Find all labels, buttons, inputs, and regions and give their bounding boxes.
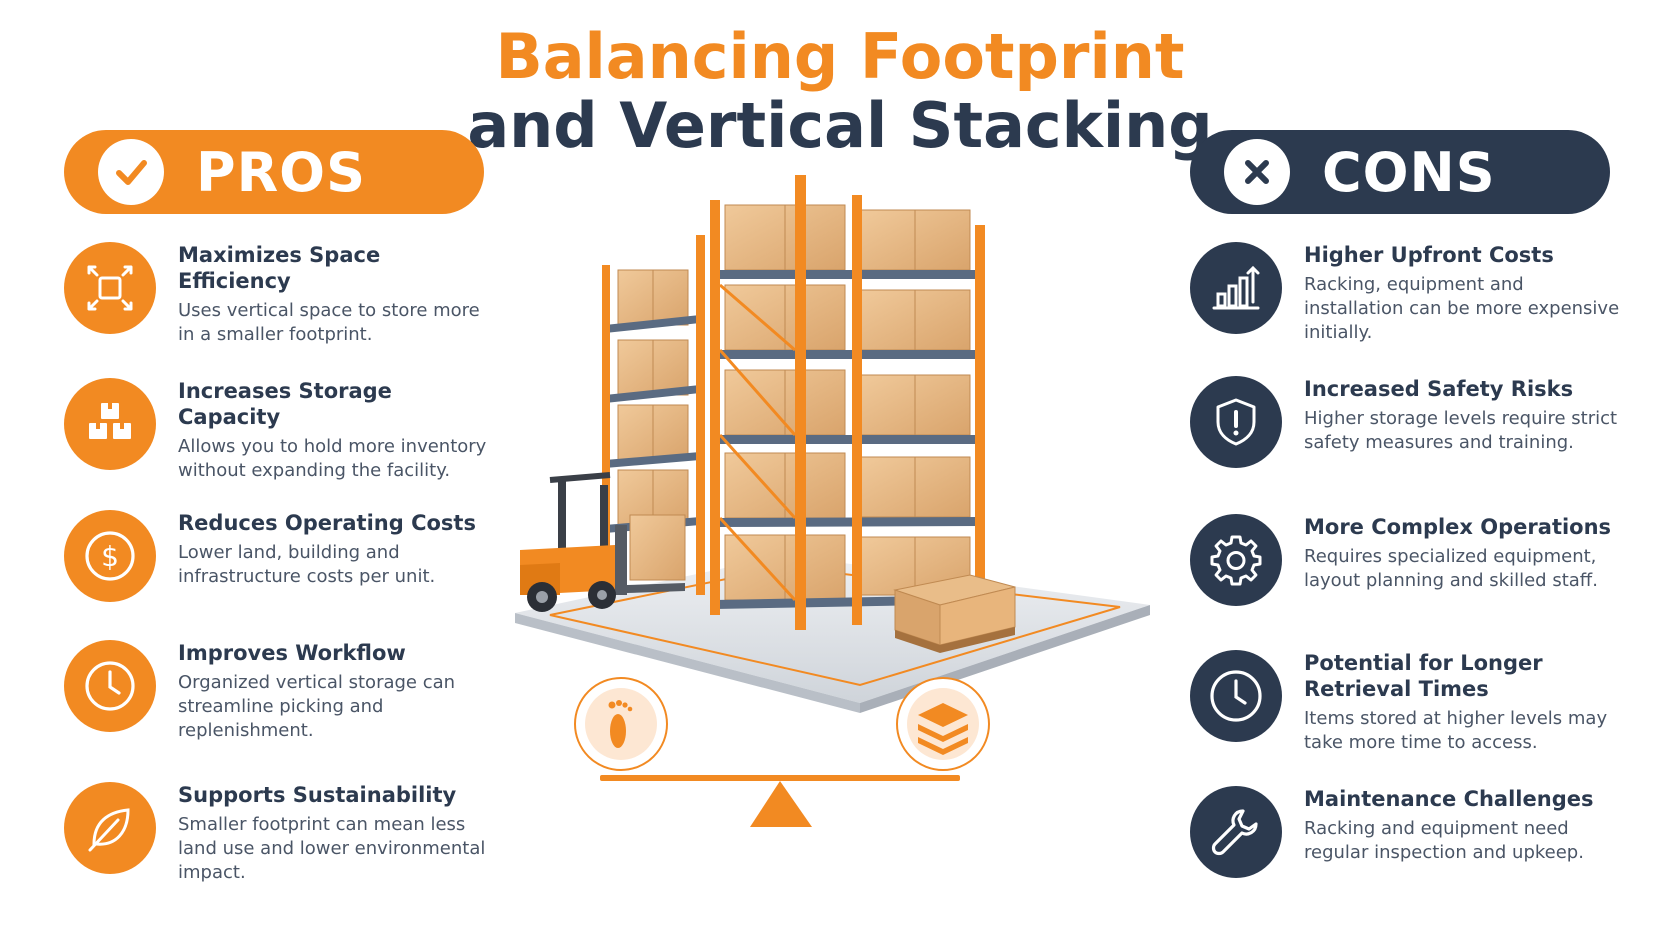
cons-item-text: Higher storage levels require strict saf… — [1304, 408, 1618, 453]
pros-item-heading: Improves Workflow — [178, 641, 406, 665]
balance-scale — [574, 677, 990, 827]
boxes-icon — [64, 378, 156, 470]
leaf-icon — [64, 782, 156, 874]
pallet-boxes — [893, 574, 1016, 653]
pros-banner: PROS — [64, 130, 484, 214]
pros-item: $ Reduces Operating Costs Lower land, bu… — [64, 510, 488, 602]
stack-layers-icon — [896, 677, 990, 771]
cons-item-text: Requires specialized equipment, layout p… — [1304, 546, 1598, 591]
cons-item-text: Items stored at higher levels may take m… — [1304, 708, 1608, 753]
cons-item: Higher Upfront Costs Racking, equipment … — [1190, 242, 1624, 345]
clock-icon — [1190, 650, 1282, 742]
pros-item: Increases Storage Capacity Allows you to… — [64, 378, 488, 483]
pros-item-text: Uses vertical space to store more in a s… — [178, 300, 480, 345]
bar-chart-icon — [1190, 242, 1282, 334]
cons-item-heading: Potential for Longer Retrieval Times — [1304, 651, 1543, 701]
pros-item-heading: Supports Sustainability — [178, 783, 457, 807]
pros-item: Supports Sustainability Smaller footprin… — [64, 782, 488, 885]
expand-icon — [64, 242, 156, 334]
cons-item-text: Racking and equipment need regular inspe… — [1304, 818, 1584, 863]
shield-alert-icon — [1190, 376, 1282, 468]
pros-item-text: Allows you to hold more inventory withou… — [178, 436, 487, 481]
pros-item-heading: Maximizes Space Efficiency — [178, 243, 381, 293]
pros-item: Improves Workflow Organized vertical sto… — [64, 640, 488, 743]
pros-item-heading: Reduces Operating Costs — [178, 511, 476, 535]
footprint-icon — [574, 677, 668, 771]
dollar-icon: $ — [64, 510, 156, 602]
cons-item-heading: Increased Safety Risks — [1304, 377, 1574, 401]
pros-item-text: Smaller footprint can mean less land use… — [178, 814, 486, 883]
pros-item: Maximizes Space Efficiency Uses vertical… — [64, 242, 488, 347]
svg-text:$: $ — [101, 540, 119, 573]
forklift — [520, 472, 686, 612]
cons-banner: CONS — [1190, 130, 1610, 214]
cons-label: CONS — [1322, 140, 1496, 204]
pros-label: PROS — [196, 140, 366, 204]
cons-item-heading: Higher Upfront Costs — [1304, 243, 1554, 267]
cons-item: More Complex Operations Requires special… — [1190, 514, 1624, 606]
cons-item-text: Racking, equipment and installation can … — [1304, 274, 1620, 343]
title-line-1: Balancing Footprint — [495, 20, 1185, 93]
pros-item-text: Lower land, building and infrastructure … — [178, 542, 436, 587]
x-icon — [1224, 139, 1290, 205]
pros-item-heading: Increases Storage Capacity — [178, 379, 392, 429]
warehouse-illustration — [515, 175, 1150, 827]
page-title: Balancing Footprint and Vertical Stackin… — [430, 22, 1250, 161]
pros-item-text: Organized vertical storage can streamlin… — [178, 672, 456, 741]
cons-item-heading: More Complex Operations — [1304, 515, 1612, 539]
gear-icon — [1190, 514, 1282, 606]
check-icon — [98, 139, 164, 205]
clock-icon — [64, 640, 156, 732]
cons-item-heading: Maintenance Challenges — [1304, 787, 1594, 811]
cons-item: Increased Safety Risks Higher storage le… — [1190, 376, 1624, 468]
cons-item: Potential for Longer Retrieval Times Ite… — [1190, 650, 1624, 755]
cons-item: Maintenance Challenges Racking and equip… — [1190, 786, 1624, 878]
wrench-icon — [1190, 786, 1282, 878]
title-line-2: and Vertical Stacking — [467, 89, 1213, 163]
storage-rack — [602, 175, 985, 630]
